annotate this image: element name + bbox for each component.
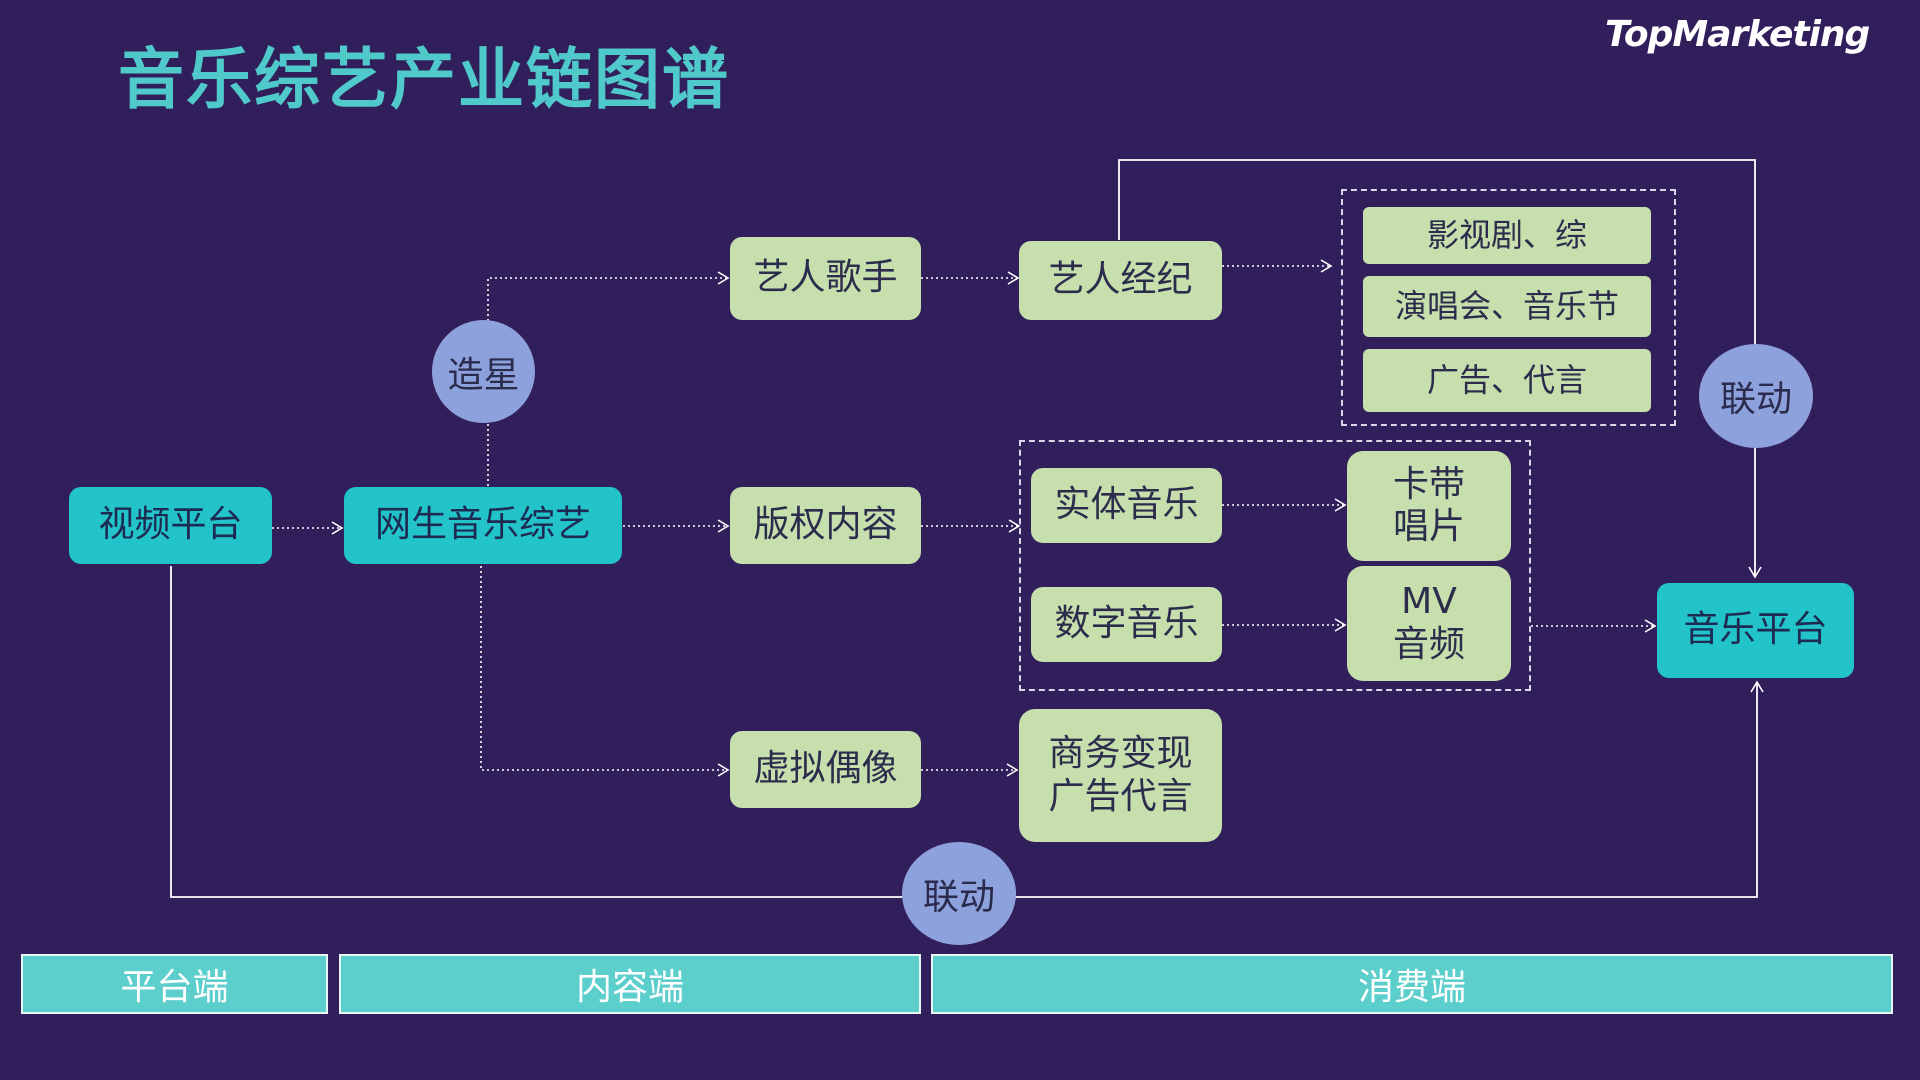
- node-linkage-top: 联动: [1699, 344, 1813, 448]
- music-format-frame: [1019, 440, 1531, 691]
- node-linkage-bottom: 联动: [902, 842, 1016, 945]
- node-star-making: 造星: [432, 320, 535, 423]
- node-online-music-variety: 网生音乐综艺: [344, 487, 622, 564]
- node-virtual-idol: 虚拟偶像: [730, 731, 921, 808]
- node-concert-festival: 演唱会、音乐节: [1363, 276, 1651, 337]
- business-group-frame: [1341, 189, 1676, 426]
- node-film-tv: 影视剧、综: [1363, 207, 1651, 264]
- node-copyright-content: 版权内容: [730, 487, 921, 564]
- link-variety-to-idol: [480, 566, 730, 777]
- node-digital-music: 数字音乐: [1031, 587, 1222, 662]
- node-music-platform: 音乐平台: [1657, 583, 1854, 678]
- band-content-side: 内容端: [339, 954, 921, 1014]
- node-commercial-monetization: 商务变现 广告代言: [1019, 709, 1222, 842]
- node-artist-singer: 艺人歌手: [730, 237, 921, 320]
- node-video-platform: 视频平台: [69, 487, 272, 564]
- node-physical-music: 实体音乐: [1031, 468, 1222, 543]
- band-consumer-side: 消费端: [931, 954, 1893, 1014]
- band-platform-side: 平台端: [21, 954, 328, 1014]
- brand-logo: TopMarketing: [1605, 14, 1870, 55]
- node-ads-endorsement: 广告、代言: [1363, 349, 1651, 412]
- node-mv-audio: MV 音频: [1347, 566, 1511, 681]
- page-title: 音乐综艺产业链图谱: [118, 41, 730, 118]
- node-artist-agency: 艺人经纪: [1019, 241, 1222, 320]
- node-cassette-record: 卡带 唱片: [1347, 451, 1511, 561]
